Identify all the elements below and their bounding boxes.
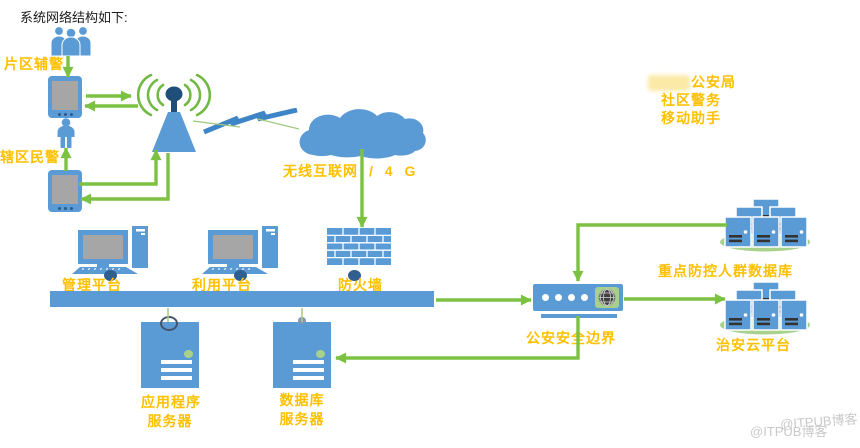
connector-dot	[298, 317, 306, 324]
tablet-screen	[52, 175, 78, 204]
aux-police-label: 片区辅警	[4, 56, 64, 72]
security-cloud-platform-label: 治安云平台	[716, 337, 791, 353]
lightning-bolt-icon	[203, 108, 298, 135]
tablet-buttons	[48, 207, 82, 210]
db-server-label-line1: 数据库	[279, 392, 325, 408]
key-population-db-label: 重点防控人群数据库	[658, 263, 793, 279]
antenna-icon	[136, 74, 212, 152]
globe-icon	[598, 289, 616, 306]
use-platform-label: 利用平台	[192, 277, 252, 293]
diagram-title: 系统网络结构如下:	[20, 10, 128, 25]
firewall-label: 防火墙	[338, 277, 383, 293]
server-icon	[141, 322, 199, 388]
people-group-icon	[50, 26, 92, 56]
desktop-computer-icon	[72, 226, 148, 274]
tablet-icon	[48, 170, 82, 212]
person-icon	[57, 118, 75, 148]
connector-ring	[160, 316, 178, 331]
app-server-label-line1: 应用程序	[141, 394, 201, 410]
district-police-label: 辖区民警	[0, 149, 60, 165]
tablet-icon	[48, 76, 82, 118]
connector-dot	[104, 270, 117, 281]
globe-pad	[595, 287, 619, 308]
db-server-label-line2: 服务器	[279, 411, 325, 427]
wireless-4g-label: / 4 G	[369, 163, 420, 179]
server-cluster-icon	[720, 199, 810, 252]
redaction-blur	[648, 75, 690, 91]
security-boundary-label: 公安安全边界	[526, 330, 616, 346]
connector-dot	[234, 270, 247, 281]
firewall-icon	[327, 228, 391, 265]
server-icon	[273, 322, 331, 388]
annotation-line3: 移动助手	[661, 110, 721, 126]
network-bus-bar	[50, 291, 434, 307]
server-led	[316, 350, 325, 358]
cloud-icon	[299, 109, 426, 159]
server-led	[184, 350, 193, 358]
server-cluster-icon	[720, 282, 810, 335]
tablet-buttons	[48, 113, 82, 116]
watermark-text: @ITPUB博客	[750, 424, 828, 439]
wireless-label: 无线互联网	[283, 163, 358, 179]
gateway-shadow	[541, 314, 617, 318]
app-server-label: 应用程序服务器	[141, 393, 201, 431]
tablet-screen	[52, 81, 78, 110]
app-server-label-line2: 服务器	[147, 413, 193, 429]
gateway-icon	[533, 284, 623, 311]
db-server-label: 数据库服务器	[273, 391, 331, 429]
connector-dot	[348, 270, 361, 281]
annotation-line2: 社区警务	[661, 92, 721, 108]
management-platform-label: 管理平台	[62, 277, 122, 293]
annotation-line1: 公安局	[691, 74, 736, 90]
desktop-computer-icon	[202, 226, 278, 274]
